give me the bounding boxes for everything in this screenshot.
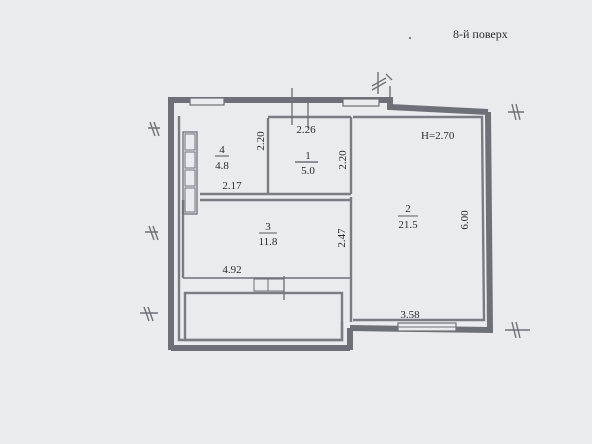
windows xyxy=(189,97,457,332)
room-2: 2 21.5 xyxy=(398,203,418,231)
dim-6-00: 6.00 xyxy=(459,210,471,230)
room-1-number: 1 xyxy=(305,150,311,162)
dot-mark xyxy=(409,37,411,39)
wardrobe-icon xyxy=(182,131,198,215)
dim-2-47: 2.47 xyxy=(336,228,348,248)
wall-markers xyxy=(140,72,530,339)
dim-3-58: 3.58 xyxy=(400,309,420,321)
dim-2-26: 2.26 xyxy=(296,124,316,136)
ceiling-height: H=2.70 xyxy=(421,130,455,142)
room-2-area: 21.5 xyxy=(398,219,418,231)
dim-2-17: 2.17 xyxy=(222,180,242,192)
room-3-area: 11.8 xyxy=(259,236,278,248)
room-4-area: 4.8 xyxy=(215,160,229,172)
room-1-area: 5.0 xyxy=(301,165,315,177)
dim-4-92: 4.92 xyxy=(222,264,241,276)
room-3: 3 11.8 xyxy=(259,221,278,248)
room-2-number: 2 xyxy=(405,203,411,215)
dim-2-20-left: 2.20 xyxy=(255,131,267,151)
room-4: 4 4.8 xyxy=(215,144,229,172)
floor-label: 8-й поверх xyxy=(453,27,508,41)
room-3-number: 3 xyxy=(265,221,271,233)
room-4-number: 4 xyxy=(219,144,225,156)
dim-2-20-right: 2.20 xyxy=(337,150,349,170)
room-1: 1 5.0 xyxy=(301,150,315,177)
inner-walls xyxy=(177,115,486,342)
